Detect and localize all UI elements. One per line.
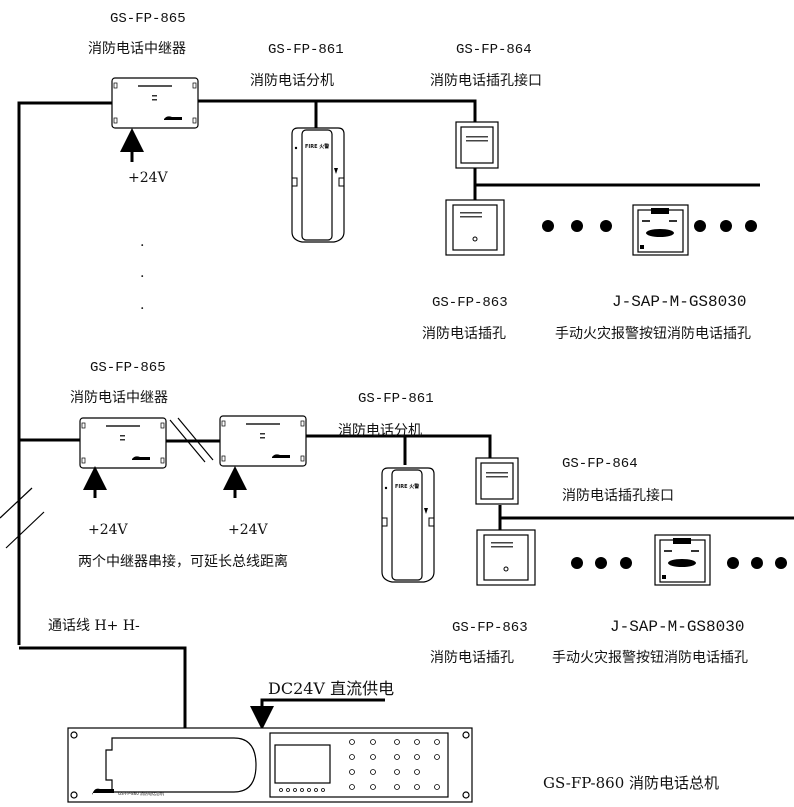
ellipsis-dot: . [140, 234, 144, 250]
repeater-model-lower: GS-FP-865 [90, 360, 166, 376]
extension-name-lower: 消防电话分机 [338, 423, 422, 439]
repeater-power-lower-2: +24V [228, 522, 269, 538]
repeater-name-upper: 消防电话中继器 [88, 41, 186, 57]
break-marks [0, 417, 214, 549]
jack-interface-name-lower: 消防电话插孔接口 [562, 487, 674, 504]
jack-bus-lower [498, 505, 794, 530]
continuation-dots-upper [542, 220, 757, 232]
jack-device-lower [476, 529, 536, 586]
repeater-power-upper: +24V [128, 170, 169, 186]
manual-alarm-model-lower: J-SAP-M-GS8030 [610, 618, 744, 636]
jack-interface-model-upper: GS-FP-864 [456, 42, 532, 58]
phone-text-upper: FIRE 火警 [305, 143, 329, 150]
bus-label: 通话线 H+ H- [48, 618, 140, 634]
host-label: GS-FP-860 消防电话总机 [543, 774, 719, 792]
repeater-device-lower-2 [219, 415, 307, 467]
manual-alarm-name-upper: 手动火灾报警按钮消防电话插孔 [555, 325, 751, 342]
repeater-power-lower-1: +24V [88, 522, 129, 538]
manual-alarm-model-upper: J-SAP-M-GS8030 [612, 293, 746, 311]
bus-wire-main [17, 101, 112, 645]
repeater-name-lower: 消防电话中继器 [70, 390, 168, 406]
extension-name-upper: 消防电话分机 [250, 73, 334, 89]
extension-model-upper: GS-FP-861 [268, 42, 344, 58]
power-label: DC24V 直流供电 [268, 679, 394, 698]
jack-device-upper [445, 199, 505, 256]
bus-wire-lower [305, 434, 492, 460]
ellipsis-dot: . [140, 265, 144, 281]
jack-model-upper: GS-FP-863 [432, 295, 508, 311]
repeater-device-lower-1 [79, 417, 167, 469]
jack-interface-upper [455, 121, 499, 169]
power-supply-arrow [250, 698, 385, 730]
repeater-model-upper: GS-FP-865 [110, 11, 186, 27]
manual-alarm-name-lower: 手动火灾报警按钮消防电话插孔 [552, 649, 748, 666]
series-note: 两个中继器串接，可延长总线距离 [78, 553, 288, 570]
jack-interface-lower [475, 457, 519, 505]
manual-alarm-upper [632, 204, 689, 256]
jack-bus-upper [473, 168, 760, 200]
phone-text-lower: FIRE 火警 [395, 483, 419, 490]
bus-wire-upper [198, 99, 477, 122]
jack-name-upper: 消防电话插孔 [422, 326, 506, 342]
extension-model-lower: GS-FP-861 [358, 391, 434, 407]
host-device: GS-FP-860 消防电话总机 [67, 727, 473, 803]
jack-model-lower: GS-FP-863 [452, 620, 528, 636]
host-bus-wire [19, 646, 187, 728]
jack-interface-name-upper: 消防电话插孔接口 [430, 72, 542, 89]
jack-interface-model-lower: GS-FP-864 [562, 456, 638, 472]
jack-name-lower: 消防电话插孔 [430, 650, 514, 666]
manual-alarm-lower [654, 534, 711, 586]
repeater-device-upper [111, 77, 199, 129]
continuation-dots-lower [571, 557, 787, 569]
host-panel-text: GS-FP-860 消防电话总机 [118, 790, 164, 796]
ellipsis-dot: . [140, 297, 144, 313]
